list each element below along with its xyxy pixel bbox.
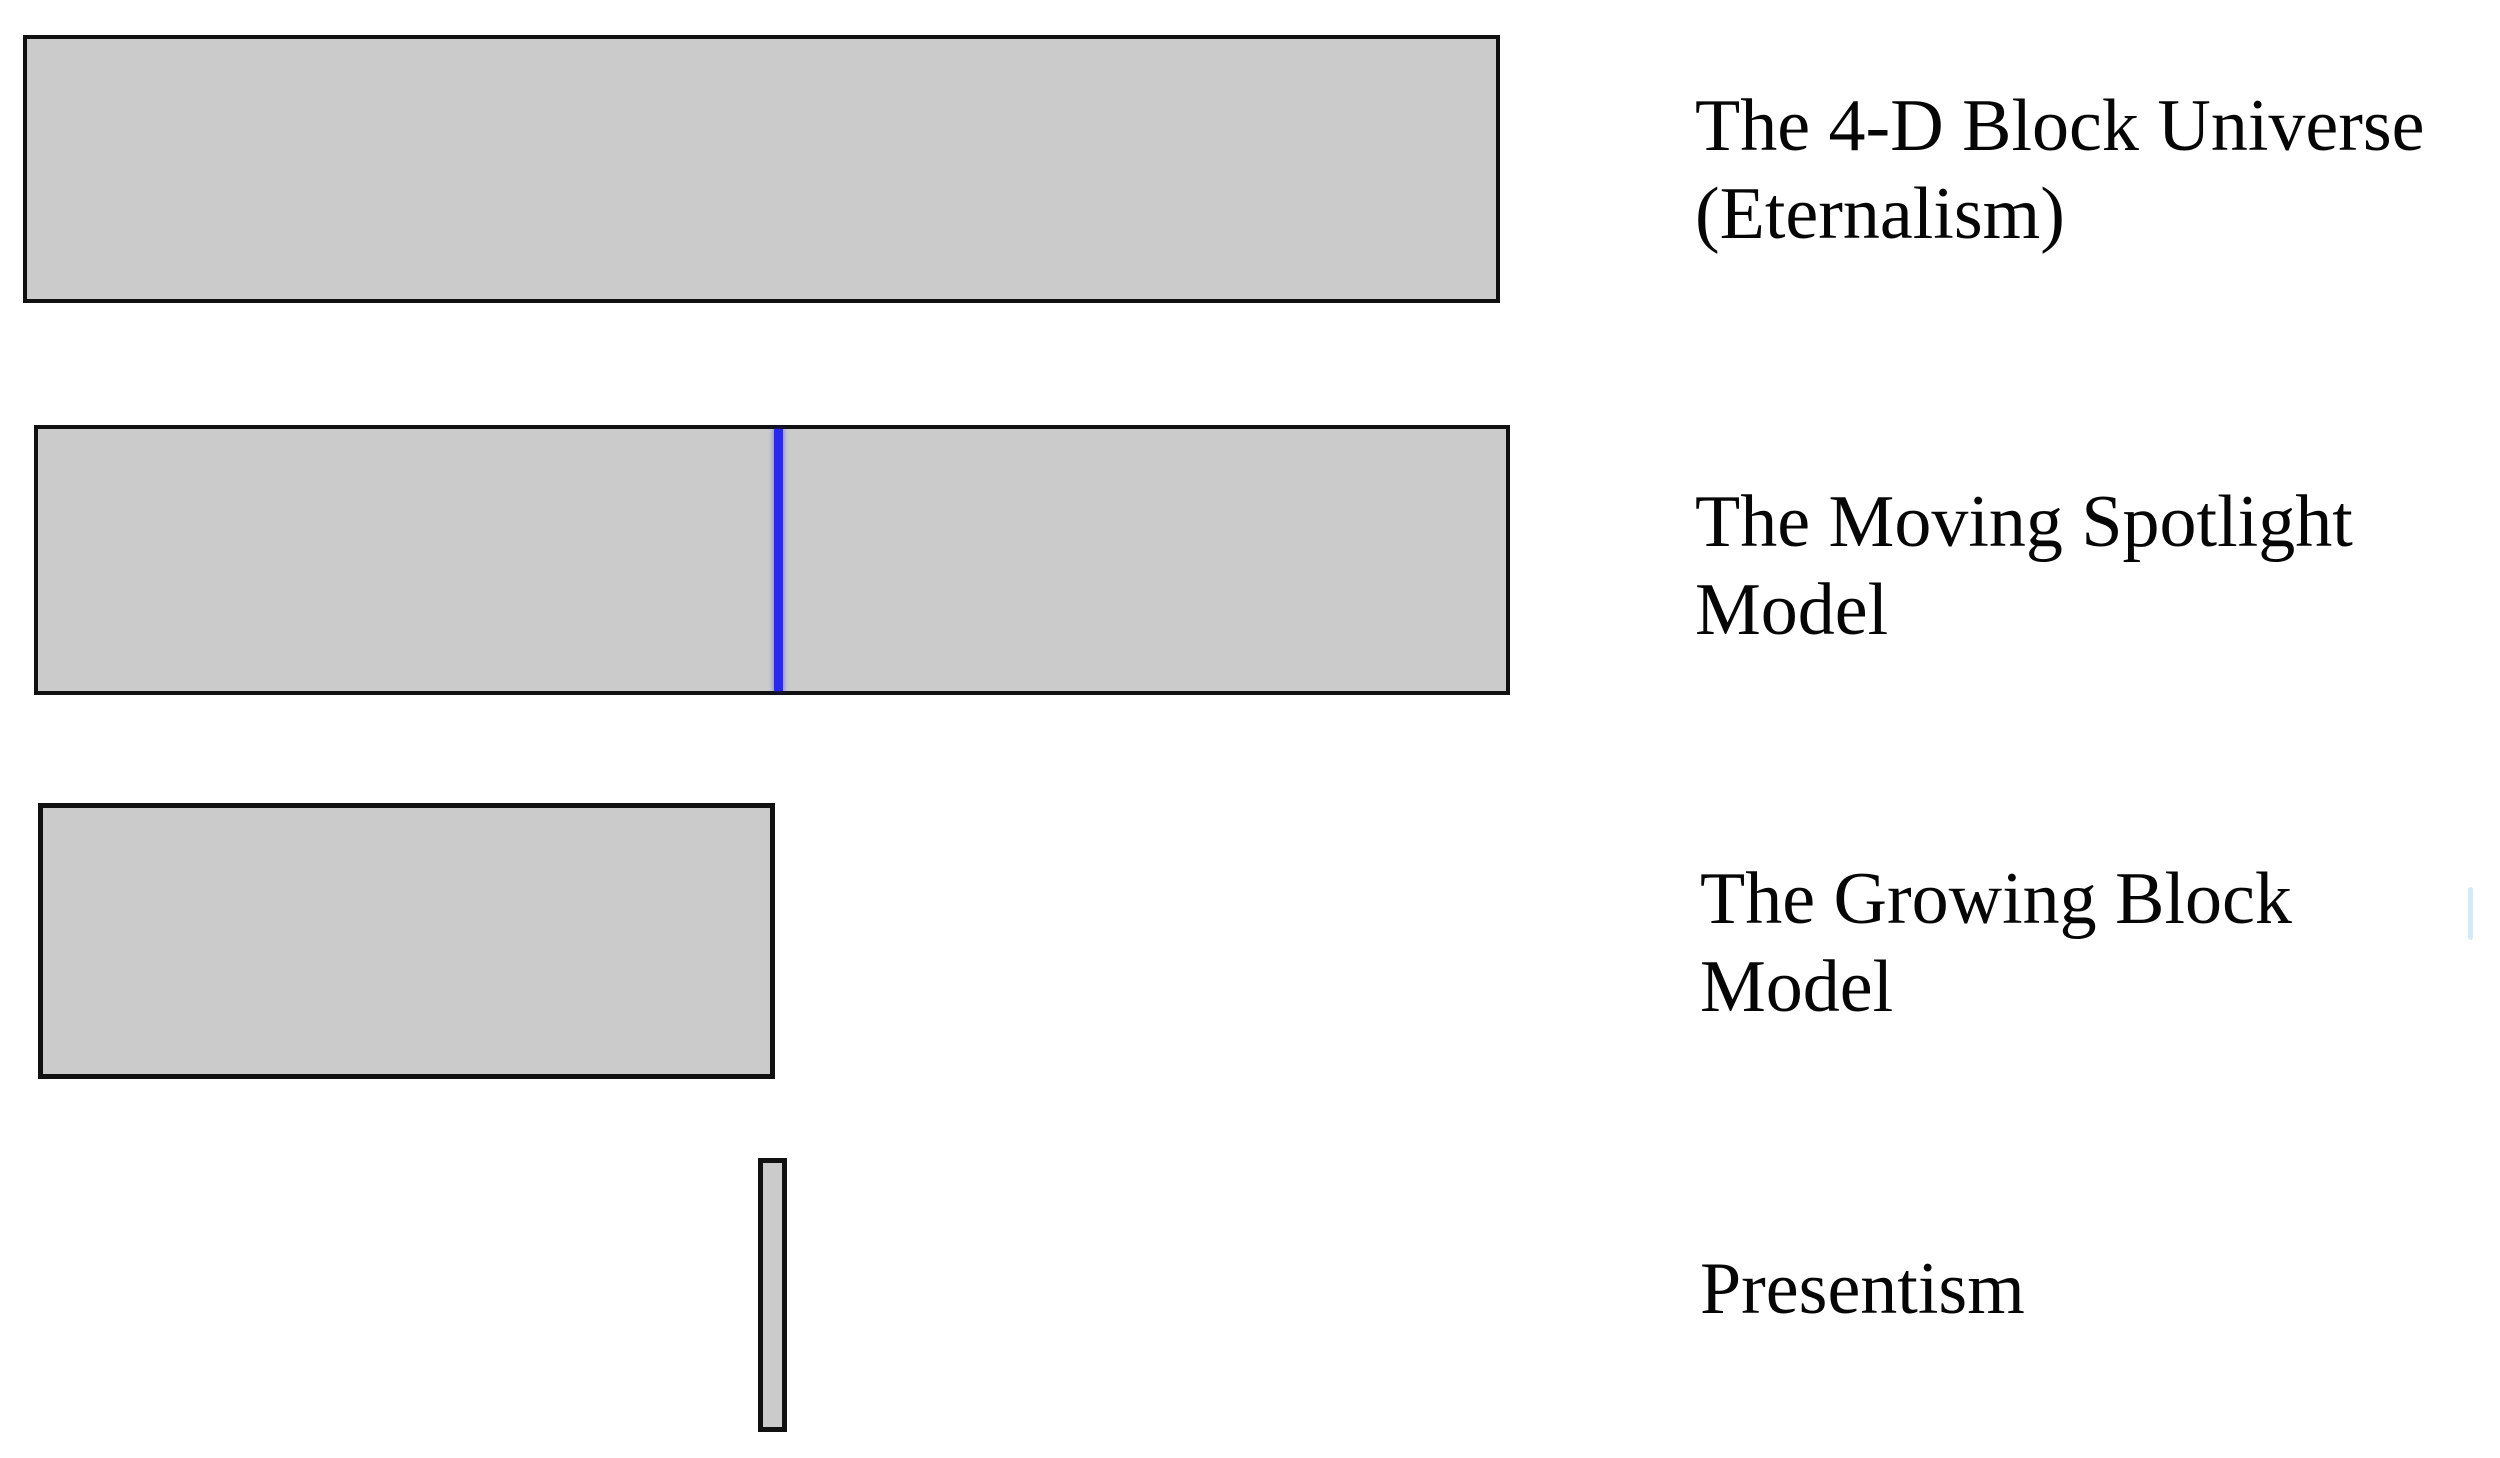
bar-presentism <box>758 1158 787 1432</box>
bar-eternalism <box>23 35 1500 303</box>
label-growing-block-line1: The Growing Block <box>1700 858 2292 940</box>
label-moving-spotlight-line1: The Moving Spotlight <box>1695 481 2353 563</box>
label-eternalism-line1: The 4-D Block Universe <box>1695 85 2425 167</box>
label-moving-spotlight: The Moving Spotlight Model <box>1695 478 2353 654</box>
label-growing-block: The Growing Block Model <box>1700 855 2292 1031</box>
label-growing-block-line2: Model <box>1700 946 1894 1028</box>
bar-growing-block <box>38 803 775 1079</box>
label-presentism-line1: Presentism <box>1700 1248 2025 1330</box>
present-moment-line <box>774 429 783 691</box>
label-moving-spotlight-line2: Model <box>1695 569 1889 651</box>
edge-highlight-artifact <box>2468 887 2473 940</box>
label-presentism: Presentism <box>1700 1245 2025 1333</box>
label-eternalism-line2: (Eternalism) <box>1695 173 2065 255</box>
bar-moving-spotlight <box>34 425 1510 695</box>
label-eternalism: The 4-D Block Universe (Eternalism) <box>1695 82 2425 258</box>
